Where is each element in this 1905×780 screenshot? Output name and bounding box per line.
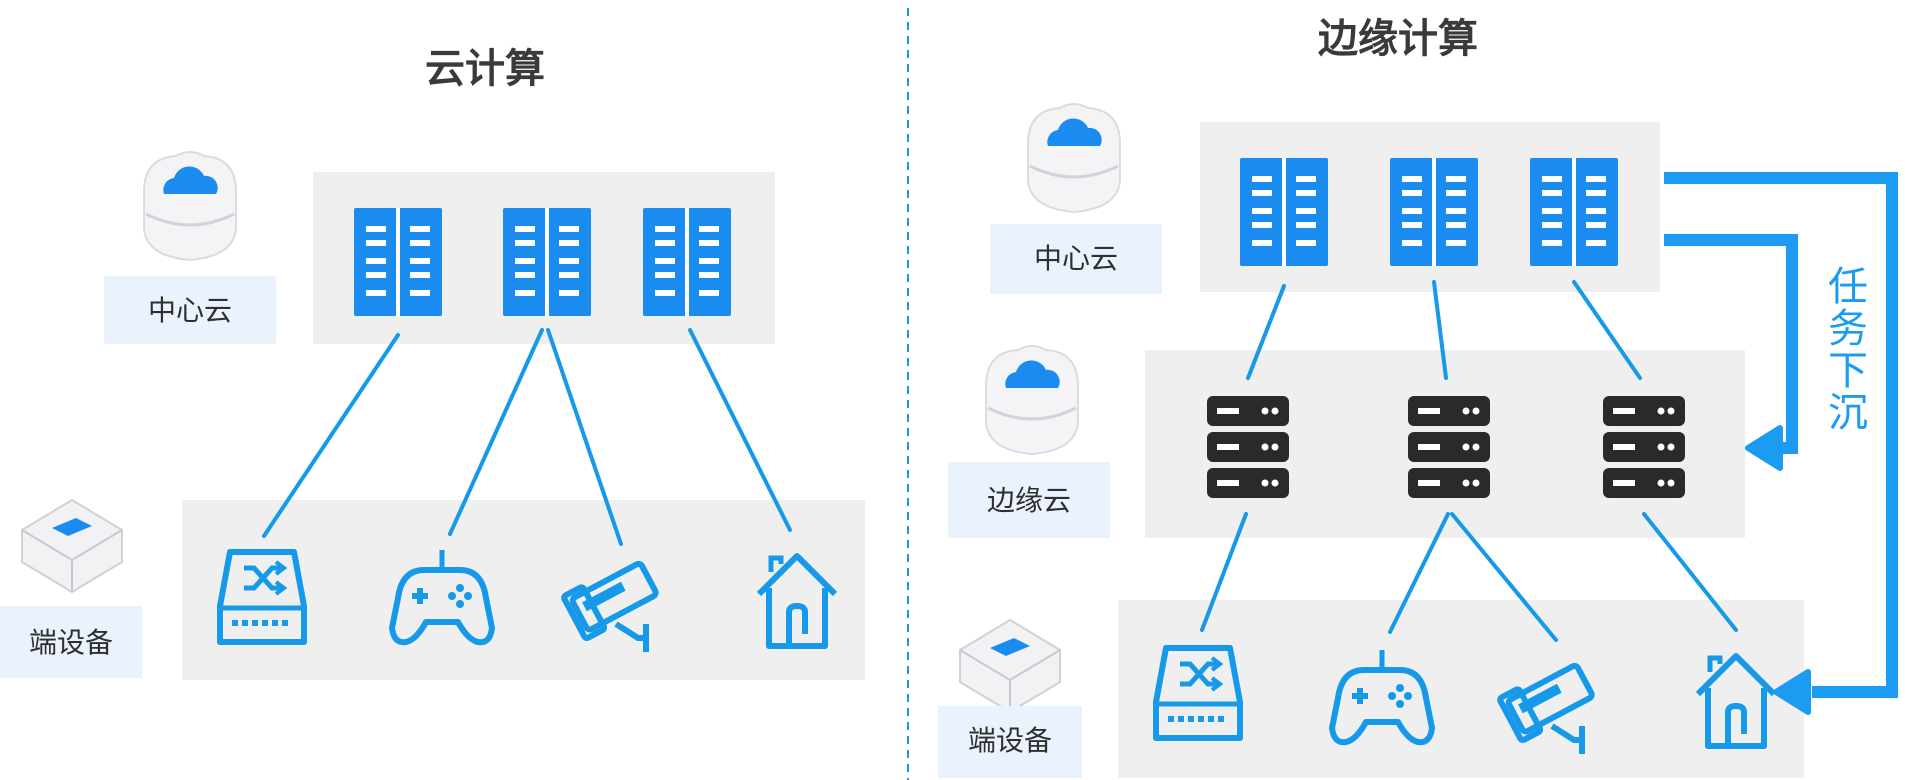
- edge-server-icon: [1603, 396, 1685, 498]
- task-offload-arrows: [1664, 172, 1898, 715]
- left-connection-lines: [262, 328, 792, 546]
- device-box-icon: [959, 619, 1061, 713]
- server-rack-icon: [503, 208, 591, 316]
- right-edge-cloud-label-box: [948, 462, 1110, 538]
- server-rack-icon: [354, 208, 442, 316]
- cloud-icon: [142, 150, 238, 262]
- right-end-device-panel: [1118, 600, 1804, 778]
- right-connection-lines: [1200, 280, 1738, 642]
- server-rack-icon: [1240, 158, 1328, 266]
- right-end-device-label-box: [938, 706, 1082, 778]
- server-rack-icon: [643, 208, 731, 316]
- right-center-cloud-label: 中心云: [1034, 242, 1118, 275]
- cloud-icon: [1026, 102, 1122, 214]
- left-center-cloud-label-box: [104, 276, 276, 344]
- server-rack-icon: [1390, 158, 1478, 266]
- svg-text:下: 下: [1828, 348, 1868, 394]
- svg-text:沉: 沉: [1828, 390, 1868, 436]
- left-title: 云计算: [425, 46, 545, 92]
- device-box-icon: [21, 499, 123, 593]
- right-center-cloud-label-box: [990, 224, 1162, 294]
- task-offload-label: 任 务 下 沉: [1828, 264, 1868, 436]
- left-end-device-panel: [182, 500, 865, 680]
- right-edge-cloud-label: 边缘云: [987, 484, 1071, 517]
- cloud-icon: [984, 344, 1080, 456]
- svg-text:任: 任: [1828, 264, 1868, 310]
- left-end-device-label: 端设备: [29, 626, 113, 659]
- left-center-cloud-label: 中心云: [148, 294, 232, 327]
- svg-text:务: 务: [1828, 306, 1868, 352]
- edge-server-icon: [1207, 396, 1289, 498]
- right-end-device-label: 端设备: [968, 724, 1052, 757]
- left-end-device-label-box: [0, 606, 142, 678]
- right-title: 边缘计算: [1318, 16, 1478, 62]
- edge-server-icon: [1408, 396, 1490, 498]
- server-rack-icon: [1530, 158, 1618, 266]
